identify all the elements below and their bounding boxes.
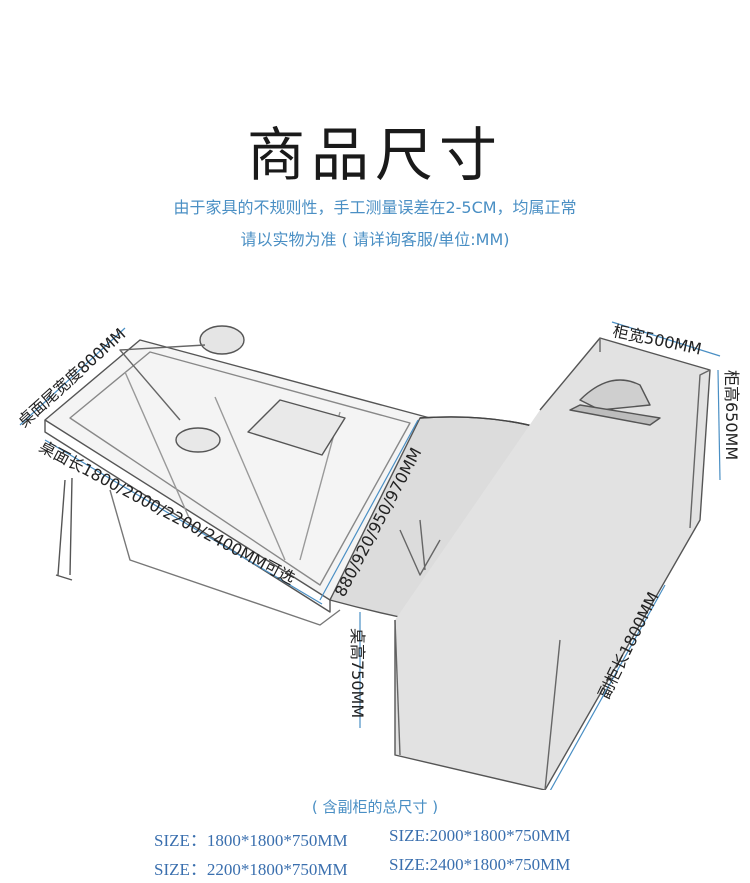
desk-lamp <box>199 325 245 355</box>
bull-figurine <box>579 379 651 411</box>
laptop-sketch <box>247 399 346 456</box>
size-option: SIZE:2400*1800*750MM <box>389 855 571 874</box>
side-cabinet <box>394 337 711 790</box>
dim-desk-height: 桌高750MM <box>348 628 367 718</box>
total-size-caption: ( 含副柜的总尺寸 ) <box>311 798 439 816</box>
desk-sketch-diagram: 桌面尾宽度800MM 桌面长1800/2000/2200/2400MM可选 88… <box>14 321 741 790</box>
note-unit: 请以实物为准 ( 请详询客服/单位:MM) <box>240 230 510 249</box>
note-measurement-error: 由于家具的不规则性，手工测量误差在2-5CM，均属正常 <box>173 198 577 217</box>
page-title: 商品尺寸 <box>246 121 503 189</box>
size-option: SIZE:2000*1800*750MM <box>389 826 571 845</box>
dim-cabinet-height: 柜高650MM <box>722 370 741 460</box>
size-option: SIZE：2200*1800*750MM <box>154 860 348 879</box>
desk-leg <box>57 477 73 576</box>
size-option: SIZE：1800*1800*750MM <box>154 831 348 850</box>
